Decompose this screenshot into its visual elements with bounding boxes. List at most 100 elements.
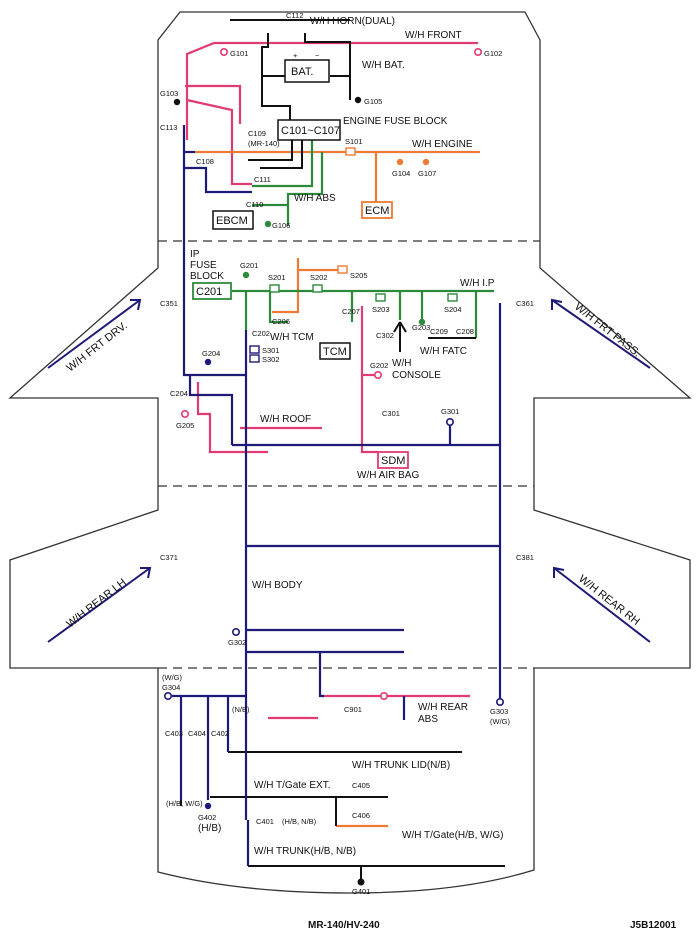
c404-label: C404 <box>188 729 206 738</box>
wg-label-top: (W/G) <box>162 673 182 682</box>
side-harness-labels: W/H FRT DRV. W/H FRT PASS. W/H REAR LH W… <box>64 301 642 630</box>
footer: MR-140/HV-240 J5B12001 <box>308 920 677 931</box>
g205-label: G205 <box>176 421 194 430</box>
ip-fuse-label-1: IP <box>190 249 200 260</box>
c101-c107-label: C101~C107 <box>281 125 340 137</box>
c206-label: C206 <box>272 317 290 326</box>
harness-labels: W/H HORN(DUAL) W/H FRONT W/H BAT. ENGINE… <box>190 16 503 857</box>
g205-marker <box>181 409 190 418</box>
navy-wires <box>172 125 502 866</box>
g204-marker <box>204 358 212 366</box>
wh-trunk-label: W/H TRUNK(H/B, N/B) <box>254 846 356 857</box>
g303-marker <box>495 697 504 706</box>
g304-label: G304 <box>162 683 180 692</box>
c361-label: C361 <box>516 299 534 308</box>
g301-marker <box>445 417 454 426</box>
wh-frt-pass-label: W/H FRT PASS. <box>572 301 642 360</box>
black-wires <box>180 19 505 882</box>
ebcm-label: EBCM <box>216 215 248 227</box>
c204-label: C204 <box>170 389 188 398</box>
hb-wg-label: (H/B, W/G) <box>166 799 203 808</box>
c401-note: (H/B, N/B) <box>282 817 317 826</box>
zone-dividers <box>158 240 540 669</box>
g401-marker <box>357 878 365 886</box>
wh-rear-rh-label: W/H REAR RH <box>576 573 642 628</box>
g106-label: G106 <box>272 221 290 230</box>
wh-bat-label: W/H BAT. <box>362 60 405 71</box>
wh-trunk-lid-label: W/H TRUNK LID(N/B) <box>352 760 450 771</box>
wh-rear-abs-label-1: W/H REAR <box>418 702 468 713</box>
g103-label: G103 <box>160 89 178 98</box>
c406-label: C406 <box>352 811 370 820</box>
g101-label: G101 <box>230 49 248 58</box>
g105-label: G105 <box>364 97 382 106</box>
g202-label: G202 <box>370 361 388 370</box>
wh-tcm-label: W/H TCM <box>270 332 314 343</box>
g103-marker <box>173 98 181 106</box>
g107-label: G107 <box>418 169 436 178</box>
g102-marker <box>473 47 482 56</box>
bat-label: BAT. <box>291 66 313 78</box>
ip-fuse-label-3: BLOCK <box>190 271 224 282</box>
ground-markers <box>164 47 504 886</box>
wh-front-label: W/H FRONT <box>405 30 462 41</box>
c108-label: C108 <box>196 157 214 166</box>
c109-label: C109 <box>248 129 266 138</box>
g105-marker <box>354 96 362 104</box>
drawing-code: J5B12001 <box>630 920 677 931</box>
c207-label: C207 <box>342 307 360 316</box>
s202-label: S202 <box>310 273 328 282</box>
g401-label: G401 <box>352 887 370 896</box>
g107-marker <box>422 158 430 166</box>
wh-console-label-2: CONSOLE <box>392 370 441 381</box>
s205-label: S205 <box>350 271 368 280</box>
side-harness-arrows <box>47 298 651 643</box>
wh-body-label: W/H BODY <box>252 580 303 591</box>
wh-tgate-ext-label: W/H T/Gate EXT. <box>254 780 331 791</box>
wh-rear-lh-label: W/H REAR LH <box>64 576 128 630</box>
s302-label: S302 <box>262 355 280 364</box>
g201-marker <box>242 271 250 279</box>
c301-label: C301 <box>382 409 400 418</box>
s204-marker <box>447 293 458 302</box>
g302-marker <box>232 627 241 636</box>
wh-ip-label: W/H I.P <box>460 278 495 289</box>
g203-label: G203 <box>412 323 430 332</box>
wh-tgate-label: W/H T/Gate(H/B, W/G) <box>402 830 503 841</box>
c208-label: C208 <box>456 327 474 336</box>
orange-wires <box>195 150 480 828</box>
g201-label: G201 <box>240 261 258 270</box>
s201-marker <box>269 284 280 293</box>
bat-minus: − <box>315 51 320 60</box>
g101-marker <box>220 47 229 56</box>
s302-marker <box>249 354 260 363</box>
s101-marker <box>345 147 356 156</box>
g203-marker <box>418 318 426 326</box>
s202-marker <box>312 284 323 293</box>
wh-rear-abs-label-2: ABS <box>418 714 438 725</box>
c111-label: C111 <box>254 175 271 184</box>
c201-label: C201 <box>196 286 222 298</box>
bat-plus: + <box>293 51 298 60</box>
wg-label-g303: (W/G) <box>490 717 510 726</box>
c401-label: C401 <box>256 817 274 826</box>
g301-label: G301 <box>441 407 459 416</box>
c901-marker <box>379 691 388 700</box>
c405-label: C405 <box>352 781 370 790</box>
s203-label: S203 <box>372 305 390 314</box>
c381-label: C381 <box>516 553 534 562</box>
c112-label: C112 <box>286 11 303 20</box>
tcm-box: TCM <box>319 342 351 360</box>
g402-marker <box>204 802 212 810</box>
ground-labels: G101 G102 G103 G105 G104 G107 G106 G201 … <box>160 49 510 896</box>
wh-frt-drv-label: W/H FRT DRV. <box>64 320 129 375</box>
wh-console-label-1: W/H <box>392 358 411 369</box>
s201-label: S201 <box>268 273 286 282</box>
c403-label: C403 <box>165 729 183 738</box>
g302-label: G302 <box>228 638 246 647</box>
s101-label: S101 <box>345 137 363 146</box>
c209-label: C209 <box>430 327 448 336</box>
ecm-label: ECM <box>365 205 389 217</box>
wh-air-bag-label: W/H AIR BAG <box>357 470 419 481</box>
